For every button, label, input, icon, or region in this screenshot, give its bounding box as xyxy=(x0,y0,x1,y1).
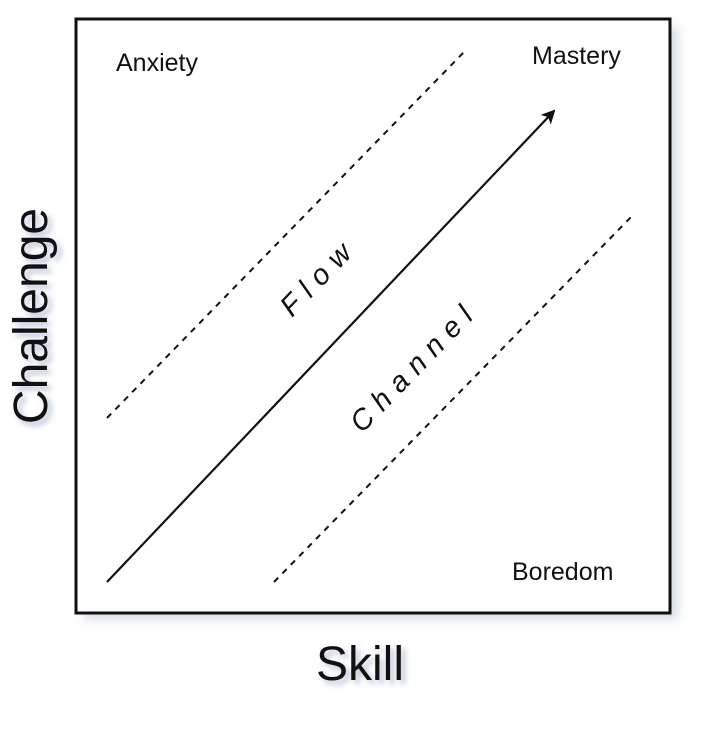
challenge-axis-label: Challenge xyxy=(5,208,58,424)
upper-channel-boundary xyxy=(106,49,467,419)
mastery-label: Mastery xyxy=(532,42,621,70)
anxiety-label: Anxiety xyxy=(116,49,198,77)
skill-axis-label: Skill xyxy=(316,638,404,691)
skill-axis-label-shadow: Skill xyxy=(320,642,408,695)
diagram-frame xyxy=(74,17,672,615)
flow-arrow xyxy=(106,109,556,583)
lower-channel-boundary xyxy=(273,213,635,583)
challenge-axis-label-shadow: Challenge xyxy=(9,212,62,428)
boredom-label: Boredom xyxy=(512,558,613,586)
